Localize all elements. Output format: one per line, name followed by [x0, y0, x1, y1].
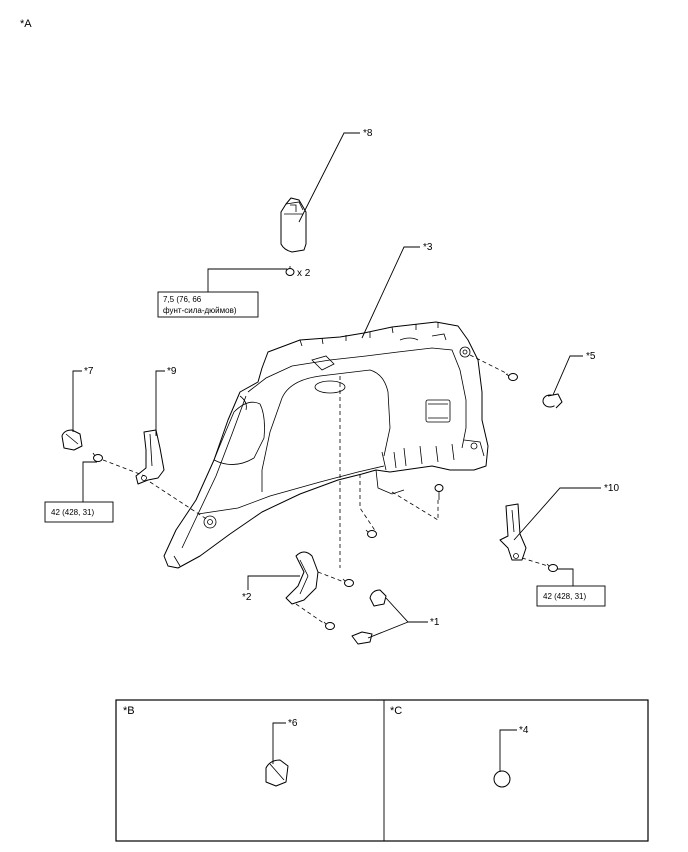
- part-8-module: [280, 197, 307, 253]
- callout-5: *5: [586, 351, 596, 362]
- callout-1: *1: [430, 617, 440, 628]
- bolt-upper-right: [505, 373, 518, 381]
- part-5-clip: [542, 393, 563, 409]
- leader-torque-upper: [207, 268, 287, 292]
- dash-left-panel: [149, 481, 209, 521]
- dash-grip-upper: [317, 571, 345, 583]
- part-6-cap: [265, 759, 289, 787]
- inset-label-b: *B: [123, 705, 135, 717]
- dash-center-right: [391, 491, 439, 521]
- leader-1b: [367, 621, 409, 639]
- torque-upper-line1: 7,5 (76, 66: [163, 295, 202, 304]
- callout-7: *7: [84, 366, 94, 377]
- inset-frame: [115, 699, 649, 842]
- torque-box-upper: [157, 291, 259, 318]
- callout-10: *10: [604, 483, 619, 494]
- leader-3: [361, 246, 420, 339]
- leader-10: [513, 487, 601, 541]
- callout-4: *4: [519, 725, 529, 736]
- leader-7: [72, 370, 82, 432]
- part-4-cap: [493, 770, 511, 788]
- dash-center-bracket: [359, 474, 377, 533]
- part-7-cap: [61, 429, 83, 451]
- quantity-label: x 2: [297, 268, 311, 279]
- torque-upper-line2: фунт-сила-дюймов): [163, 306, 237, 315]
- torque-box-left: [44, 501, 114, 523]
- bolt-grip-upper: [342, 578, 354, 587]
- part-1-cap-lower: [351, 631, 373, 645]
- leader-8: [298, 132, 360, 223]
- torque-left: 42 (428, 31): [51, 508, 94, 517]
- bolt-center: [365, 529, 377, 538]
- leader-6: [272, 722, 286, 764]
- view-label-a: *A: [20, 18, 32, 30]
- bolt-right: [546, 563, 558, 572]
- part-9-bracket: [135, 429, 165, 485]
- leader-torque-left: [82, 461, 97, 502]
- dash-left: [102, 459, 146, 477]
- inset-label-c: *C: [390, 705, 402, 717]
- leader-1a: [385, 597, 428, 623]
- leader-4: [499, 729, 517, 772]
- leader-9: [155, 370, 165, 436]
- callout-9: *9: [167, 366, 177, 377]
- callout-2: *2: [242, 592, 252, 603]
- dash-grip-lower: [295, 603, 326, 625]
- leader-5: [552, 355, 583, 396]
- clip-center-right: [434, 484, 444, 500]
- callout-6: *6: [288, 718, 298, 729]
- leader-torque-right: [557, 568, 574, 586]
- dash-right: [521, 557, 549, 567]
- dash-upper-right: [469, 354, 509, 375]
- callout-8: *8: [363, 128, 373, 139]
- part-8-clip: [285, 266, 295, 276]
- part-2-bracket: [285, 551, 319, 605]
- part-1-cap-upper: [369, 589, 387, 607]
- bolt-grip-lower: [323, 621, 335, 630]
- part-10-anchor: [499, 503, 527, 561]
- torque-box-right: [536, 585, 606, 607]
- bolt-left: [92, 452, 103, 462]
- callout-3: *3: [423, 242, 433, 253]
- leader-2: [247, 575, 300, 590]
- part-3-quarter-trim-panel: [163, 321, 489, 569]
- torque-right: 42 (428, 31): [543, 592, 586, 601]
